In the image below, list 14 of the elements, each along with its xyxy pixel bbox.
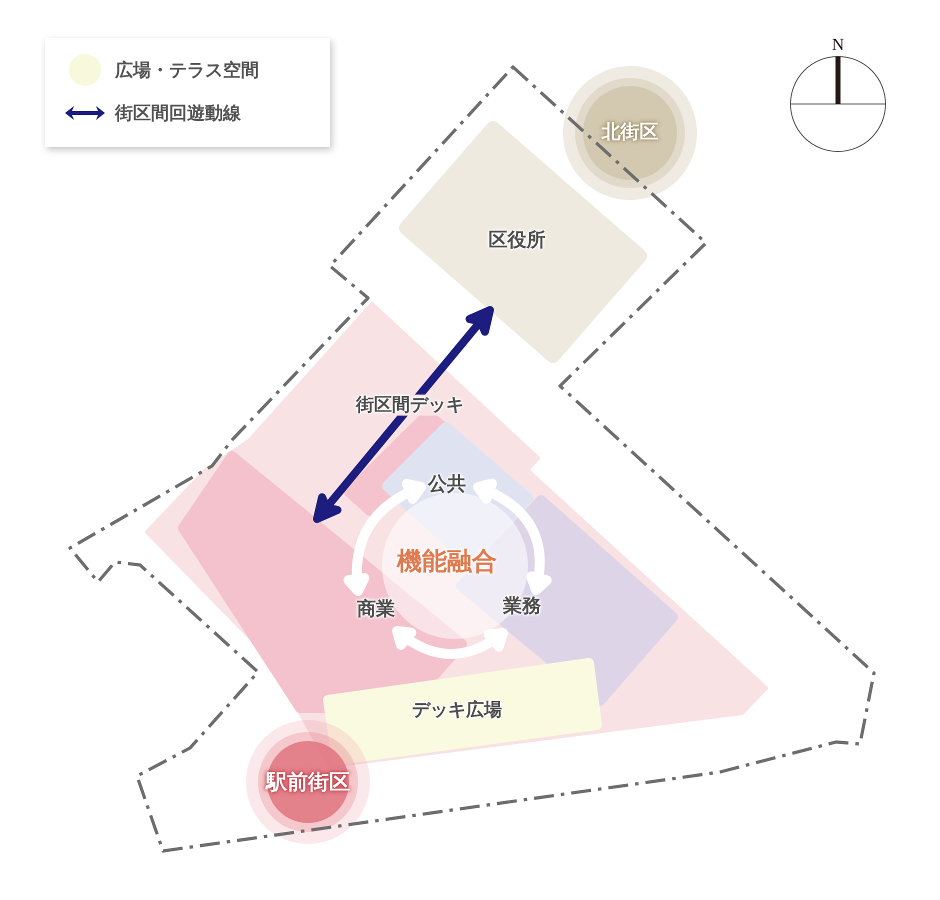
double-arrow <box>392 626 508 659</box>
double-arrow <box>313 306 494 523</box>
function-label: 商業 <box>351 596 401 624</box>
double-arrow <box>473 479 552 595</box>
district-label: 北街区 <box>602 122 658 144</box>
compass-label: N <box>832 35 844 55</box>
function-label: 業務 <box>497 593 547 621</box>
legend-label: 街区間回遊動線 <box>115 102 241 125</box>
building-label: 区役所 <box>488 230 546 252</box>
center-label: 機能融合 <box>397 548 497 578</box>
function-label: 公共 <box>422 471 472 499</box>
double-arrow <box>344 479 426 596</box>
plaza-label: デッキ広場 <box>412 700 502 720</box>
legend-label: 広場・テラス空間 <box>115 59 259 82</box>
